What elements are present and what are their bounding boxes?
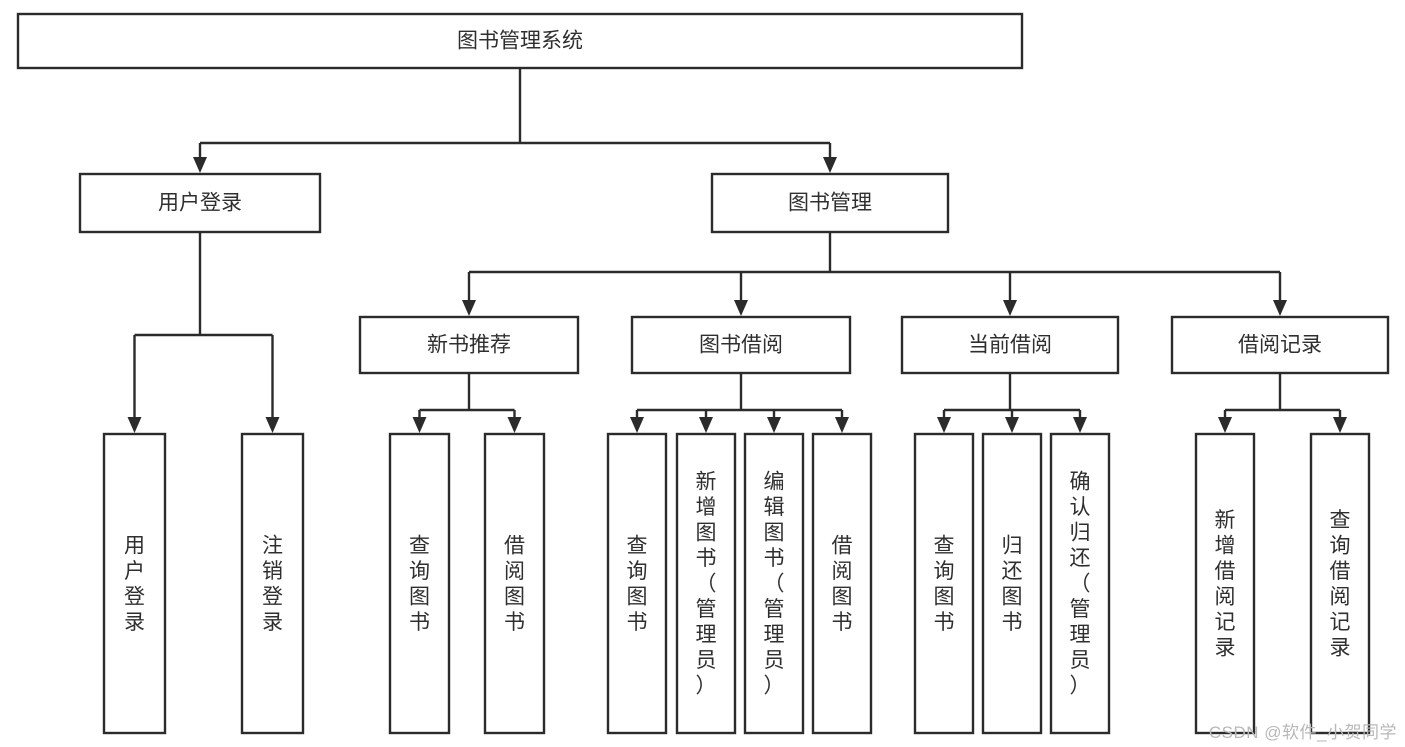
node-box-user-login — [78, 172, 322, 234]
arrow-head-borrow-borrow-book — [835, 417, 849, 433]
node-borrow-borrow-book[interactable]: 借阅图书 — [811, 432, 873, 735]
node-box-records-query-record — [1309, 432, 1371, 735]
node-current-query-book[interactable]: 查询图书 — [913, 432, 975, 735]
node-user-login[interactable]: 用户登录 — [78, 172, 322, 234]
node-recommend-query-book[interactable]: 查询图书 — [388, 432, 451, 735]
arrow-head-current-query-book — [937, 417, 951, 433]
arrow-head-user-login-leaf — [127, 417, 142, 433]
node-layer: 图书管理系统用户登录用户登录注销登录图书管理新书推荐查询图书借阅图书图书借阅查询… — [16, 12, 1390, 735]
node-label-new-book-recommend: 新书推荐 — [427, 334, 511, 357]
node-user-logout-leaf[interactable]: 注销登录 — [240, 432, 305, 735]
node-borrow-edit-book[interactable]: 编辑图书（管理员） — [743, 432, 805, 735]
arrow-head-recommend-query-book — [412, 417, 427, 433]
node-current-return-book[interactable]: 归还图书 — [981, 432, 1043, 735]
arrow-head-current-return-book — [1005, 417, 1019, 433]
node-box-root — [16, 12, 1024, 70]
arrow-head-records-add-record — [1218, 417, 1232, 433]
node-box-borrow-query-book — [606, 432, 668, 735]
node-label-root: 图书管理系统 — [457, 30, 583, 53]
arrow-head-borrow-records — [1273, 300, 1287, 316]
node-current-confirm-return[interactable]: 确认归还（管理员） — [1049, 432, 1111, 735]
node-label-book-management: 图书管理 — [788, 192, 872, 215]
node-box-user-logout-leaf — [240, 432, 305, 735]
node-label-borrow-edit-book: 编辑图书（管理员） — [764, 470, 785, 697]
node-new-book-recommend[interactable]: 新书推荐 — [358, 315, 580, 375]
node-label-book-borrow: 图书借阅 — [699, 334, 783, 357]
node-book-borrow[interactable]: 图书借阅 — [630, 315, 852, 375]
node-box-borrow-add-book — [675, 432, 737, 735]
node-borrow-add-book[interactable]: 新增图书（管理员） — [675, 432, 737, 735]
node-user-login-leaf[interactable]: 用户登录 — [102, 432, 167, 735]
node-recommend-borrow-book[interactable]: 借阅图书 — [483, 432, 546, 735]
node-box-current-return-book — [981, 432, 1043, 735]
node-box-borrow-borrow-book — [811, 432, 873, 735]
node-records-query-record[interactable]: 查询借阅记录 — [1309, 432, 1371, 735]
node-label-records-add-record: 新增借阅记录 — [1215, 508, 1236, 659]
node-root[interactable]: 图书管理系统 — [16, 12, 1024, 70]
arrow-head-new-book-recommend — [462, 300, 476, 316]
node-box-book-borrow — [630, 315, 852, 375]
arrow-head-current-borrow — [1003, 300, 1017, 316]
node-label-current-query-book: 查询图书 — [934, 534, 955, 634]
node-borrow-query-book[interactable]: 查询图书 — [606, 432, 668, 735]
arrow-head-recommend-borrow-book — [507, 417, 522, 433]
node-box-recommend-query-book — [388, 432, 451, 735]
node-label-borrow-borrow-book: 借阅图书 — [832, 534, 853, 634]
arrow-head-borrow-edit-book — [767, 417, 781, 433]
node-label-recommend-borrow-book: 借阅图书 — [504, 534, 525, 634]
node-box-records-add-record — [1194, 432, 1256, 735]
node-records-add-record[interactable]: 新增借阅记录 — [1194, 432, 1256, 735]
watermark-label: CSDN @软件_小贺同学 — [1208, 723, 1397, 742]
arrow-head-user-login — [193, 157, 207, 173]
arrow-head-user-logout-leaf — [265, 417, 280, 433]
node-box-new-book-recommend — [358, 315, 580, 375]
arrow-head-book-management — [823, 157, 837, 173]
node-label-user-login: 用户登录 — [158, 192, 242, 215]
arrow-head-book-borrow — [734, 300, 748, 316]
node-label-borrow-records: 借阅记录 — [1238, 334, 1322, 357]
arrow-head-records-query-record — [1333, 417, 1347, 433]
node-label-current-borrow: 当前借阅 — [968, 334, 1052, 357]
node-box-current-borrow — [900, 315, 1120, 375]
node-label-borrow-query-book: 查询图书 — [627, 534, 648, 634]
node-book-management[interactable]: 图书管理 — [710, 172, 950, 234]
node-box-recommend-borrow-book — [483, 432, 546, 735]
connector-layer — [127, 68, 1347, 433]
arrow-head-borrow-add-book — [699, 417, 713, 433]
node-label-user-logout-leaf: 注销登录 — [262, 534, 283, 634]
node-label-recommend-query-book: 查询图书 — [409, 534, 430, 634]
node-label-user-login-leaf: 用户登录 — [124, 534, 145, 634]
node-label-current-return-book: 归还图书 — [1002, 534, 1023, 634]
node-current-borrow[interactable]: 当前借阅 — [900, 315, 1120, 375]
arrow-head-borrow-query-book — [630, 417, 644, 433]
node-label-current-confirm-return: 确认归还（管理员） — [1070, 470, 1091, 697]
node-box-book-management — [710, 172, 950, 234]
node-label-records-query-record: 查询借阅记录 — [1330, 508, 1351, 659]
node-box-current-query-book — [913, 432, 975, 735]
arrow-head-current-confirm-return — [1073, 417, 1087, 433]
node-label-borrow-add-book: 新增图书（管理员） — [696, 470, 717, 697]
node-box-borrow-edit-book — [743, 432, 805, 735]
node-borrow-records[interactable]: 借阅记录 — [1170, 315, 1390, 375]
node-box-current-confirm-return — [1049, 432, 1111, 735]
node-box-borrow-records — [1170, 315, 1390, 375]
node-box-user-login-leaf — [102, 432, 167, 735]
